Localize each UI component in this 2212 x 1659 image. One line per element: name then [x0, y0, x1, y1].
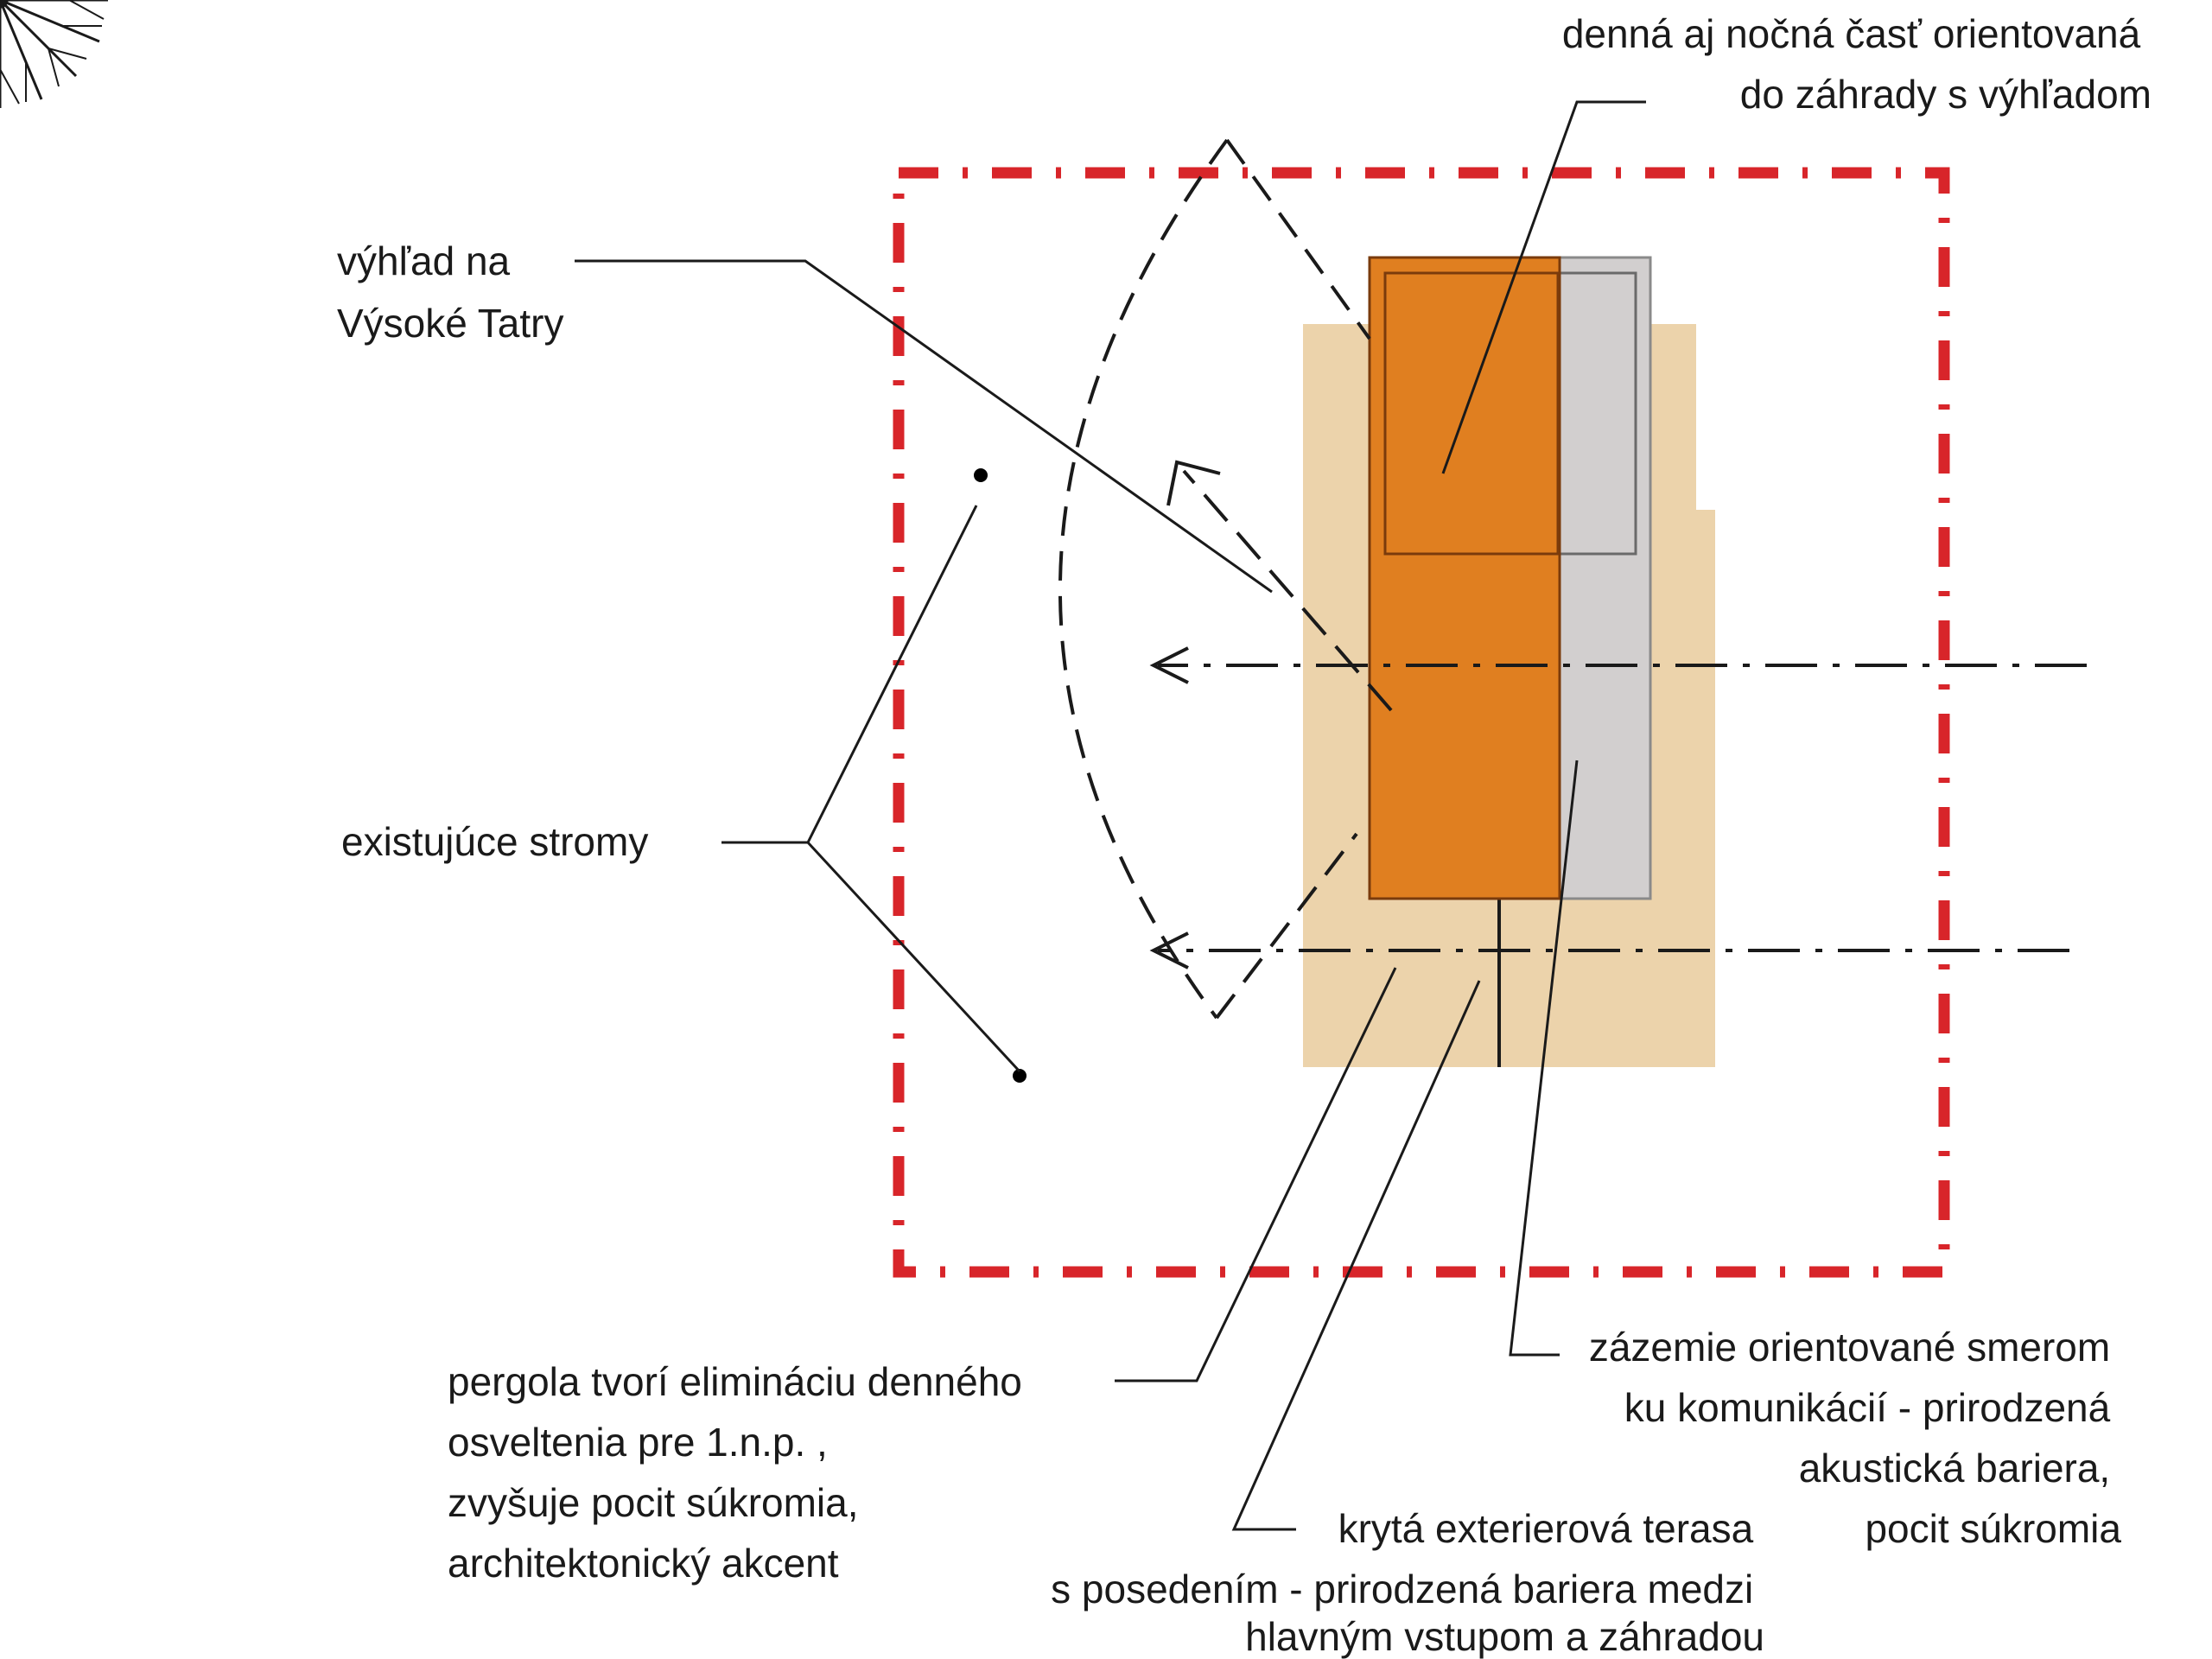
label-terrace-line-1: krytá exterierová terasa [1338, 1506, 1754, 1551]
leader-lines [575, 100, 1646, 1531]
view-arrow-head [1166, 460, 1221, 506]
label-trees-line-1: existujúce stromy [341, 819, 648, 864]
tree-upper [0, 0, 108, 108]
label-background-line-4: pocit súkromia [1865, 1506, 2121, 1551]
view-arrow [1166, 460, 1393, 712]
label-pergola-line-3: zvyšuje pocit súkromia, [448, 1480, 859, 1525]
view-cone-edge-top [1225, 138, 1371, 340]
leader-background [1509, 760, 1579, 1357]
label-terrace-line-2: s posedením - prirodzená bariera medzi [1051, 1567, 1753, 1611]
site-boundary [893, 167, 1950, 1278]
label-pergola-line-1: pergola tvorí elimináciu denného [448, 1359, 1022, 1404]
label-pergola-line-2: osveltenia pre 1.n.p. , [448, 1420, 828, 1465]
label-view: výhľad na Výsoké Tatry [337, 238, 563, 346]
living-house-block [1368, 256, 1561, 900]
leader-pergola [1115, 967, 1397, 1382]
tree-upper-instance [871, 365, 1090, 585]
label-background-line-3: akustická bariera, [1799, 1446, 2111, 1491]
label-view-line-1: výhľad na [337, 238, 511, 283]
label-top-right-line-1: denná aj nočná časť orientovaná [1562, 11, 2141, 56]
view-cone-arc [1058, 138, 1229, 1020]
label-pergola: pergola tvorí elimináciu denného osvelte… [448, 1359, 1033, 1586]
living-house-upper-outline [1383, 271, 1560, 556]
label-pergola-line-4: architektonický akcent [448, 1541, 839, 1586]
label-trees: existujúce stromy [341, 819, 648, 864]
tree-lower-instance [910, 966, 1129, 1185]
label-top-right-line-2: do záhrady s výhľadom [1740, 72, 2152, 117]
label-background-line-1: zázemie orientované smerom [1589, 1325, 2110, 1370]
view-cone [1058, 138, 1371, 1020]
leader-top-right [1441, 100, 1646, 474]
label-view-line-2: Výsoké Tatry [337, 301, 563, 346]
leader-trees [721, 505, 978, 844]
label-background: zázemie orientované smerom ku komunikáci… [1589, 1325, 2122, 1551]
living-house [1368, 256, 1561, 900]
leader-trees-lower [806, 841, 1021, 1073]
label-terrace-line-3: hlavným vstupom a záhradou [1245, 1614, 1764, 1659]
leader-terrace [1231, 980, 1481, 1531]
view-arrow-shaft [1182, 469, 1393, 712]
axis-arrow-lower-head [1149, 931, 1189, 969]
axis-arrow-upper-head [1149, 646, 1189, 684]
label-terrace: krytá exterierová terasa s posedením - p… [1051, 1506, 1764, 1659]
label-top-right: denná aj nočná časť orientovaná do záhra… [1562, 11, 2152, 117]
axis-arrows [1149, 646, 2087, 969]
label-background-line-2: ku komunikácií - prirodzená [1624, 1385, 2111, 1430]
view-cone-edge-bottom [1215, 832, 1358, 1020]
leader-view [575, 259, 1273, 594]
